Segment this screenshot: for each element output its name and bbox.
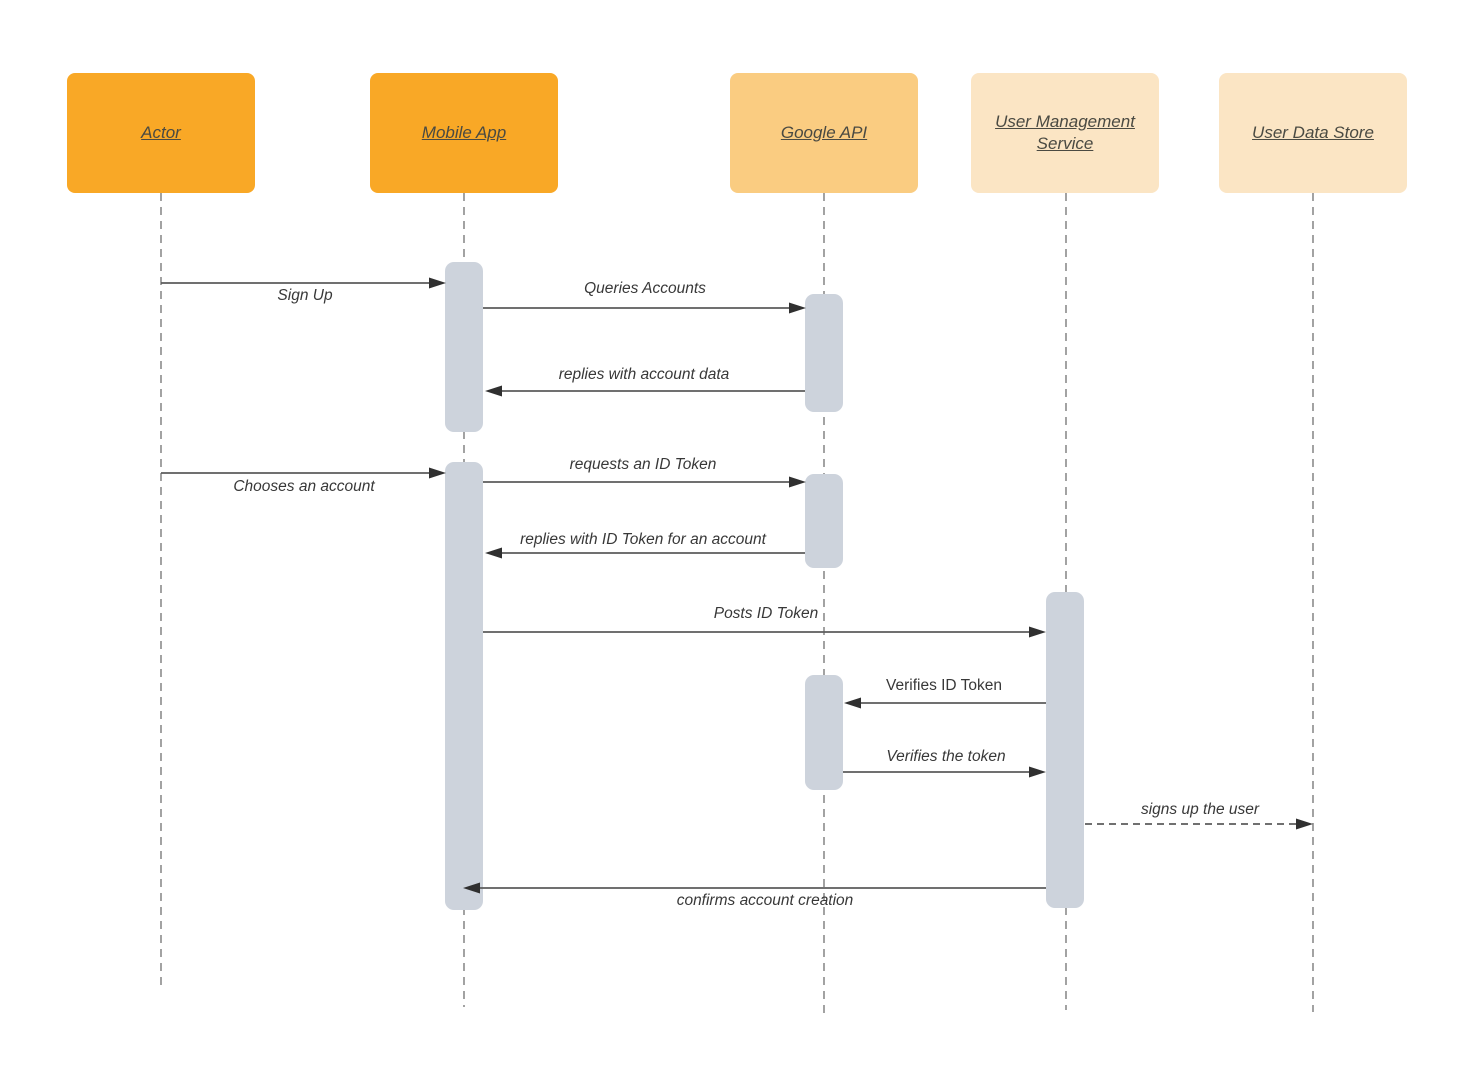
participant-label-actor: Actor bbox=[141, 122, 181, 142]
participant-box-mobile-app: Mobile App bbox=[370, 73, 558, 193]
message-label-signs-up-the-user: signs up the user bbox=[1140, 801, 1260, 818]
message-arrowhead-sign-up bbox=[429, 277, 446, 289]
message-label-requests-id-token: requests an ID Token bbox=[569, 456, 717, 473]
message-arrowhead-replies-id-token bbox=[485, 547, 502, 559]
participant-box-google-api: Google API bbox=[730, 73, 918, 193]
message-label-confirms-account-creation: confirms account creation bbox=[676, 892, 854, 909]
participant-label-google-api: Google API bbox=[780, 122, 868, 142]
message-arrowhead-signs-up-the-user bbox=[1296, 818, 1313, 830]
message-arrowhead-posts-id-token bbox=[1029, 626, 1046, 638]
message-label-verifies-id-token: Verifies ID Token bbox=[885, 677, 1003, 694]
message-arrowhead-requests-id-token bbox=[789, 476, 806, 488]
message-arrowhead-replies-account-data bbox=[485, 385, 502, 397]
message-arrowhead-queries-accounts bbox=[789, 302, 806, 314]
participant-box-actor: Actor bbox=[67, 73, 255, 193]
participant-label-mobile-app: Mobile App bbox=[421, 122, 507, 142]
message-label-chooses-account: Chooses an account bbox=[233, 478, 375, 495]
activation-bar-google-api-3 bbox=[805, 675, 843, 790]
activation-bar-google-api-2 bbox=[805, 474, 843, 568]
activation-bar-mobile-app-1 bbox=[445, 262, 483, 432]
message-label-posts-id-token: Posts ID Token bbox=[713, 605, 819, 622]
participant-box-user-management-service: User Management Service bbox=[971, 73, 1159, 193]
activation-bar-user-management-service bbox=[1046, 592, 1084, 908]
participant-box-user-data-store: User Data Store bbox=[1219, 73, 1407, 193]
participant-label-user-management-service: User Management Service bbox=[995, 111, 1135, 153]
message-label-replies-id-token: replies with ID Token for an account bbox=[520, 531, 766, 548]
message-arrowhead-verifies-id-token bbox=[844, 697, 861, 709]
message-label-verifies-the-token: Verifies the token bbox=[886, 748, 1006, 765]
participant-label-user-data-store: User Data Store bbox=[1252, 122, 1374, 142]
activation-bar-mobile-app-2 bbox=[445, 462, 483, 910]
message-label-replies-account-data: replies with account data bbox=[558, 366, 730, 383]
message-label-sign-up: Sign Up bbox=[277, 287, 333, 304]
activation-bar-google-api-1 bbox=[805, 294, 843, 412]
message-arrowhead-verifies-the-token bbox=[1029, 766, 1046, 778]
message-label-queries-accounts: Queries Accounts bbox=[584, 280, 706, 297]
message-arrowhead-chooses-account bbox=[429, 467, 446, 479]
